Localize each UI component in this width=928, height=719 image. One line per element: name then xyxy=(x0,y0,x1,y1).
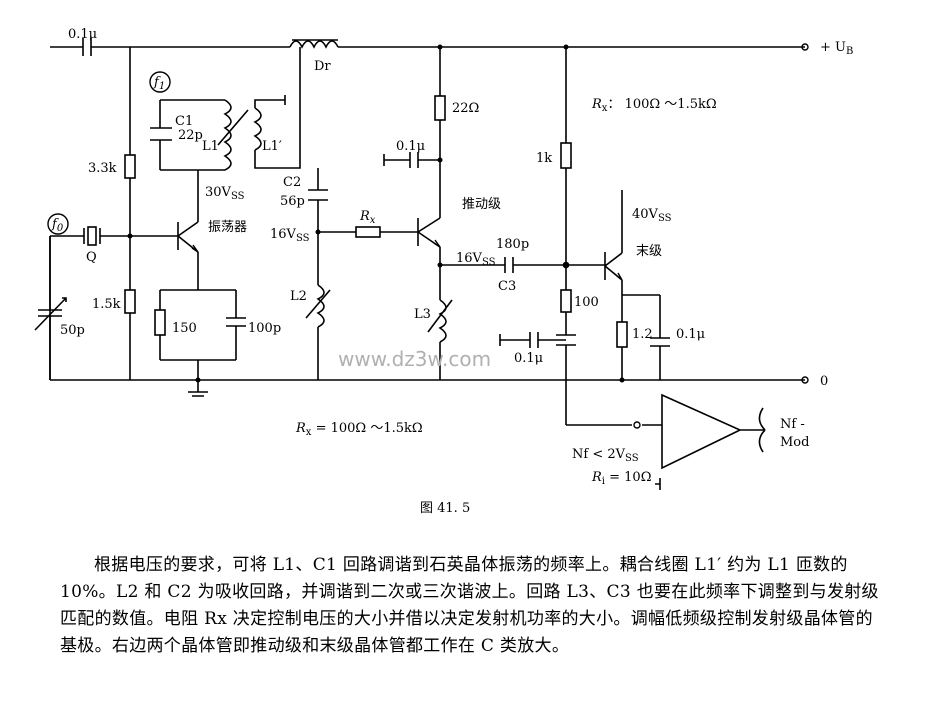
trim-cap-label: 50p xyxy=(60,323,85,338)
l3-label: L3 xyxy=(414,307,431,322)
rx-label: Rx xyxy=(359,209,376,226)
l1-label: L1 xyxy=(202,139,219,154)
ground-label: 0 xyxy=(820,374,828,389)
terminals xyxy=(47,43,809,429)
rx-range-bottom: Rx = 100Ω ～1.5kΩ xyxy=(295,421,423,438)
r1k5-label: 1.5k xyxy=(92,297,121,312)
choke-label: Dr xyxy=(314,59,331,74)
watermark: www.dz3w.com xyxy=(338,347,491,371)
f1-marker xyxy=(149,71,171,93)
nf-label: Nf - xyxy=(780,417,805,432)
v16b-label: 16VSS xyxy=(456,251,496,268)
r12-label: 1.2 xyxy=(632,327,653,342)
l2-label: L2 xyxy=(290,289,307,304)
c2-label: C2 xyxy=(283,175,301,190)
r3k3-label: 3.3k xyxy=(88,161,117,176)
junction-dots xyxy=(127,44,625,383)
nf-condition: Nf < 2VSS xyxy=(572,447,639,464)
description-paragraph: 根据电压的要求，可将 L1、C1 回路调谐到石英晶体振荡的频率上。耦合线圈 L1… xyxy=(60,555,879,656)
ground-terminal xyxy=(801,376,809,384)
supply-terminal xyxy=(801,43,809,51)
f0-label: f0 xyxy=(51,217,64,234)
driver-label: 推动级 xyxy=(462,197,501,212)
figure-caption: 图 41. 5 xyxy=(420,501,470,516)
l1p-label: L1′ xyxy=(262,139,282,154)
final-label: 末级 xyxy=(636,244,662,259)
v30-label: 30VSS xyxy=(205,185,245,202)
f0-marker xyxy=(47,213,69,235)
c2-value: 56p xyxy=(280,194,305,209)
supply-label: + UB xyxy=(820,40,853,57)
mod-label: Mod xyxy=(780,435,809,450)
c-final-label: 0.1μ xyxy=(676,327,705,342)
c-driver-label: 0.1μ xyxy=(396,139,425,154)
r1k-label: 1k xyxy=(536,151,552,166)
nf-terminal xyxy=(633,421,641,429)
ri-label: Ri = 10Ω xyxy=(591,470,651,487)
c3-label: C3 xyxy=(498,279,516,294)
c100p-label: 100p xyxy=(248,321,281,336)
r150-label: 150 xyxy=(172,321,197,336)
v40-label: 40VSS xyxy=(632,207,672,224)
c-mid-label: 0.1μ xyxy=(514,351,543,366)
v16a-label: 16VSS xyxy=(270,227,310,244)
component-labels: 0.1μ + UB Dr f1 f0 C1 22p L1 L1′ 3.3k 30… xyxy=(51,27,853,516)
f1-label: f1 xyxy=(153,75,165,92)
crystal-label: Q xyxy=(86,250,97,265)
c3-value: 180p xyxy=(496,237,529,252)
r100-label: 100 xyxy=(574,295,599,310)
r22-label: 22Ω xyxy=(452,101,479,116)
wires xyxy=(34,38,805,490)
c1-value: 22p xyxy=(178,128,203,143)
oscillator-label: 振荡器 xyxy=(208,220,247,235)
rx-range-top: Rx： 100Ω ～1.5kΩ xyxy=(591,97,717,114)
c1-label: C1 xyxy=(175,114,193,129)
input-cap-label: 0.1μ xyxy=(68,27,97,42)
